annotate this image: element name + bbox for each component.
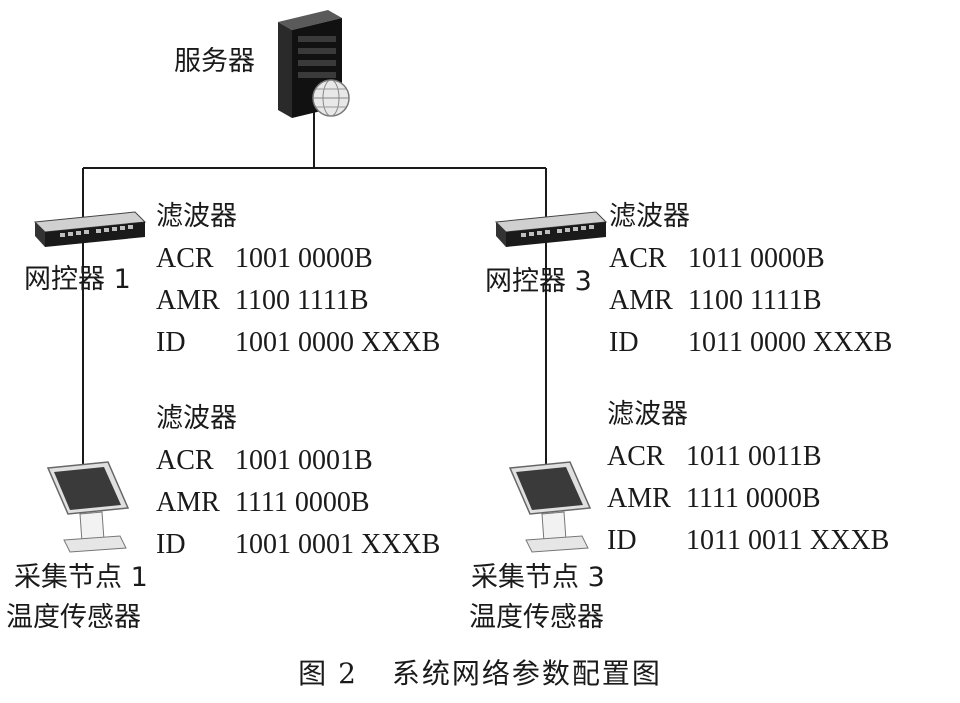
- node-3-sensor-label: 温度传感器: [469, 602, 604, 633]
- filter-key: AMR: [156, 487, 220, 518]
- filter-value: 1100 1111B: [235, 285, 369, 316]
- filter-title: 滤波器: [609, 201, 690, 232]
- filter-value: 1011 0011 XXXB: [686, 525, 890, 556]
- filter-value: 1001 0000B: [235, 243, 373, 274]
- filter-value: 1001 0001 XXXB: [235, 529, 441, 560]
- filter-block-controller-1: 滤波器 ACR 1001 0000B AMR 1100 1111B ID 1001 0…: [156, 196, 440, 364]
- filter-row-id: ID 1001 0001 XXXB: [156, 524, 440, 566]
- node-3-label: 采集节点 3: [471, 562, 605, 593]
- filter-key: ACR: [607, 441, 665, 472]
- filter-key: AMR: [156, 285, 220, 316]
- server-icon: [278, 10, 350, 118]
- filter-key: ID: [156, 529, 186, 560]
- filter-value: 1111 0000B: [686, 483, 821, 514]
- caption-title: 系统网络参数配置图: [391, 657, 662, 690]
- filter-key: ACR: [609, 243, 667, 274]
- terminal-icon-1: [46, 461, 130, 553]
- filter-key: ACR: [156, 243, 214, 274]
- filter-block-node-3: 滤波器 ACR 1011 0011B AMR 1111 0000B ID 1011 0…: [607, 394, 889, 562]
- network-switch-icon-3: [494, 211, 608, 247]
- filter-value: 1011 0000 XXXB: [688, 327, 893, 358]
- filter-value: 1100 1111B: [688, 285, 822, 316]
- filter-key: AMR: [609, 285, 673, 316]
- filter-row-acr: ACR 1001 0001B: [156, 440, 373, 482]
- filter-row-id: ID 1001 0000 XXXB: [156, 322, 440, 364]
- node-1-sensor-label: 温度传感器: [6, 602, 141, 633]
- network-switch-icon-1: [33, 211, 147, 247]
- filter-title: 滤波器: [156, 201, 237, 232]
- filter-block-node-1: 滤波器 ACR 1001 0001B AMR 1111 0000B ID 1001 0…: [156, 398, 440, 566]
- caption-figure-word: 图: [298, 657, 329, 690]
- filter-block-controller-3: 滤波器 ACR 1011 0000B AMR 1100 1111B ID 1011 0…: [609, 196, 892, 364]
- terminal-icon-3: [508, 461, 592, 553]
- filter-row-acr: ACR 1011 0000B: [609, 238, 825, 280]
- filter-key: ID: [609, 327, 639, 358]
- filter-row-amr: AMR 1111 0000B: [607, 478, 821, 520]
- filter-value: 1001 0001B: [235, 445, 373, 476]
- filter-row-amr: AMR 1100 1111B: [609, 280, 822, 322]
- node-1-label: 采集节点 1: [14, 562, 148, 593]
- filter-key: ID: [607, 525, 637, 556]
- filter-title: 滤波器: [156, 403, 237, 434]
- controller-1-label: 网控器 1: [24, 264, 131, 295]
- filter-title: 滤波器: [607, 399, 688, 430]
- filter-row-id: ID 1011 0000 XXXB: [609, 322, 892, 364]
- filter-value: 1011 0011B: [686, 441, 822, 472]
- filter-row-acr: ACR 1001 0000B: [156, 238, 373, 280]
- filter-value: 1111 0000B: [235, 487, 370, 518]
- controller-3-label: 网控器 3: [485, 266, 592, 297]
- filter-row-amr: AMR 1111 0000B: [156, 482, 370, 524]
- caption-figure-number: 2: [338, 657, 358, 690]
- filter-key: AMR: [607, 483, 671, 514]
- filter-key: ACR: [156, 445, 214, 476]
- server-label: 服务器: [174, 46, 255, 77]
- filter-value: 1001 0000 XXXB: [235, 327, 441, 358]
- filter-row-id: ID 1011 0011 XXXB: [607, 520, 889, 562]
- filter-key: ID: [156, 327, 186, 358]
- filter-row-amr: AMR 1100 1111B: [156, 280, 369, 322]
- filter-row-acr: ACR 1011 0011B: [607, 436, 822, 478]
- filter-value: 1011 0000B: [688, 243, 825, 274]
